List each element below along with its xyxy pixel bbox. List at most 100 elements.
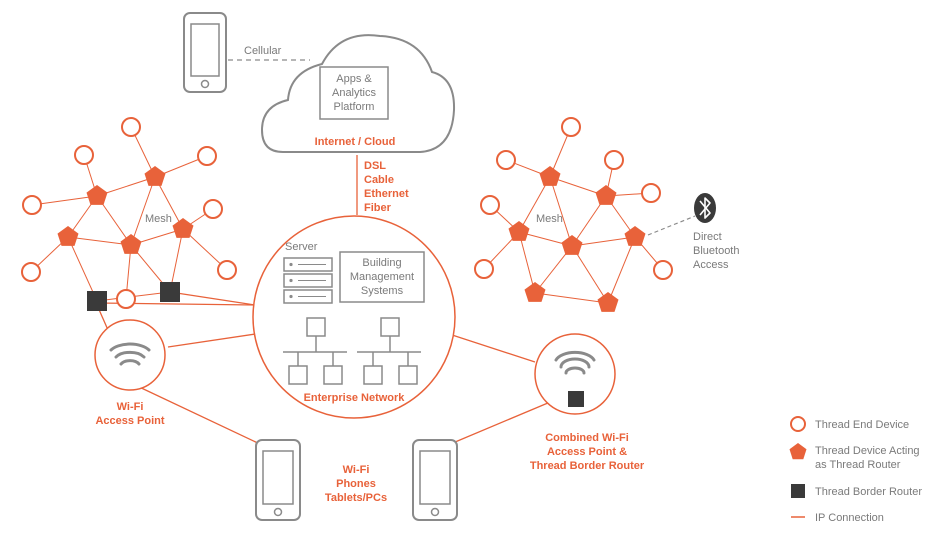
wan-link-dsl: DSL bbox=[364, 160, 386, 172]
right-mesh-link-15 bbox=[571, 245, 609, 304]
server-label: Server bbox=[285, 241, 318, 253]
left-thread-end-device-e1 bbox=[121, 117, 141, 137]
cellular-label: Cellular bbox=[244, 45, 282, 57]
left-mesh-link-16 bbox=[182, 228, 228, 271]
bluetooth-label-line-3: Access bbox=[693, 259, 729, 271]
server-icon bbox=[283, 257, 333, 304]
legend-router-line-2: as Thread Router bbox=[815, 459, 901, 471]
left-thread-router-r2 bbox=[144, 166, 166, 186]
right-thread-end-device-e4 bbox=[474, 259, 494, 279]
cellular-phone-icon bbox=[183, 12, 227, 93]
left-mesh-label: Mesh bbox=[145, 213, 172, 225]
legend-thread-router-icon bbox=[789, 443, 807, 460]
right-thread-router-r7 bbox=[597, 292, 619, 312]
combined-ap-label-line-2: Access Point & bbox=[547, 446, 627, 458]
bluetooth-icon bbox=[694, 193, 716, 223]
bluetooth-link bbox=[647, 215, 696, 236]
bms-line-1: Building bbox=[362, 257, 401, 269]
legend: Thread End Device Thread Device Acting a… bbox=[789, 416, 922, 524]
left-thread-end-device-e6 bbox=[217, 260, 237, 280]
right-thread-router-r4 bbox=[561, 235, 583, 255]
left-thread-router-r1 bbox=[86, 185, 108, 205]
bms-line-2: Management bbox=[350, 271, 414, 283]
left-thread-border-router-b1 bbox=[87, 291, 107, 311]
right-thread-router-r6 bbox=[524, 282, 546, 302]
wan-link-cable: Cable bbox=[364, 174, 394, 186]
enterprise-network-label: Enterprise Network bbox=[304, 392, 406, 404]
legend-end-device-label: Thread End Device bbox=[815, 419, 909, 431]
legend-end-device-icon bbox=[790, 416, 806, 432]
bluetooth-label-line-1: Direct bbox=[693, 231, 722, 243]
combined-wifi-icon bbox=[554, 350, 596, 375]
right-thread-end-device-e1 bbox=[561, 117, 581, 137]
wifi-devices-label-line-2: Phones bbox=[336, 478, 376, 490]
combined-ap-label-line-1: Combined Wi-Fi bbox=[545, 432, 629, 444]
left-mesh-link-7 bbox=[130, 176, 156, 246]
combined-border-router-icon bbox=[568, 391, 584, 407]
left-thread-end-device-e8 bbox=[197, 146, 217, 166]
wifi-ap-to-enterprise-link bbox=[167, 332, 263, 348]
border-router-2-to-enterprise-link bbox=[169, 291, 256, 306]
internet-cloud-label: Internet / Cloud bbox=[315, 136, 396, 148]
right-mesh-link-3 bbox=[549, 176, 573, 247]
right-mesh-label: Mesh bbox=[536, 213, 563, 225]
right-thread-end-device-e6 bbox=[641, 183, 661, 203]
wifi-ap-to-phone-link bbox=[134, 384, 263, 446]
building-management-systems-box bbox=[339, 251, 425, 303]
wan-link-fiber: Fiber bbox=[364, 202, 392, 214]
platform-line-2: Analytics bbox=[332, 87, 377, 99]
right-mesh-link-18 bbox=[534, 292, 609, 304]
left-thread-end-device-e2 bbox=[74, 145, 94, 165]
left-thread-end-device-e7 bbox=[203, 199, 223, 219]
left-thread-router-r3 bbox=[57, 226, 79, 246]
wifi-devices-label-line-1: Wi-Fi bbox=[343, 464, 370, 476]
enterprise-lan-icon bbox=[283, 317, 421, 385]
mesh-nodes bbox=[21, 117, 673, 312]
left-mesh-link-11 bbox=[67, 236, 98, 302]
right-mesh-link-13 bbox=[571, 236, 636, 247]
right-thread-router-r2 bbox=[595, 185, 617, 205]
right-mesh-link-12 bbox=[518, 231, 536, 294]
wifi-access-point-circle bbox=[94, 319, 166, 391]
right-thread-end-device-e5 bbox=[604, 150, 624, 170]
right-thread-router-r3 bbox=[508, 221, 530, 241]
left-thread-router-r4 bbox=[120, 234, 142, 254]
left-thread-end-device-e5 bbox=[116, 289, 136, 309]
left-mesh-link-1 bbox=[31, 195, 98, 206]
wan-link-ethernet: Ethernet bbox=[364, 188, 409, 200]
left-thread-end-device-e4 bbox=[21, 262, 41, 282]
right-thread-router-r5 bbox=[624, 226, 646, 246]
bms-line-3: Systems bbox=[361, 285, 404, 297]
combined-ap-circle bbox=[534, 333, 616, 415]
enterprise-network-circle bbox=[252, 215, 456, 419]
wifi-ap-label-line-2: Access Point bbox=[95, 415, 164, 427]
combined-ap-label-line-3: Thread Border Router bbox=[530, 460, 645, 472]
left-thread-end-device-e3 bbox=[22, 195, 42, 215]
legend-router-line-1: Thread Device Acting bbox=[815, 445, 920, 457]
phone-to-combined-ap-link bbox=[447, 399, 556, 446]
legend-ip-connection-label: IP Connection bbox=[815, 512, 884, 524]
wifi-icon bbox=[109, 342, 151, 366]
apps-analytics-platform-box bbox=[319, 66, 389, 120]
left-mesh-link-10 bbox=[67, 236, 132, 246]
legend-border-router-icon bbox=[791, 484, 805, 498]
legend-border-router-label: Thread Border Router bbox=[815, 486, 922, 498]
enterprise-to-combined-ap-link bbox=[445, 332, 536, 363]
right-mesh-link-2 bbox=[518, 176, 551, 233]
right-thread-end-device-e3 bbox=[480, 195, 500, 215]
platform-line-3: Platform bbox=[334, 101, 375, 113]
left-thread-border-router-b2 bbox=[160, 282, 180, 302]
bluetooth-label-line-2: Bluetooth bbox=[693, 245, 739, 257]
wifi-ap-label-line-1: Wi-Fi bbox=[117, 401, 144, 413]
right-mesh-link-17 bbox=[607, 236, 636, 304]
left-thread-router-r5 bbox=[172, 218, 194, 238]
right-thread-end-device-e2 bbox=[496, 150, 516, 170]
wifi-phone-right-icon bbox=[412, 439, 458, 521]
right-thread-router-r1 bbox=[539, 166, 561, 186]
wifi-phone-left-icon bbox=[255, 439, 301, 521]
left-mesh-link-17 bbox=[169, 228, 184, 293]
wifi-devices-label-line-3: Tablets/PCs bbox=[325, 492, 387, 504]
right-thread-end-device-e7 bbox=[653, 260, 673, 280]
